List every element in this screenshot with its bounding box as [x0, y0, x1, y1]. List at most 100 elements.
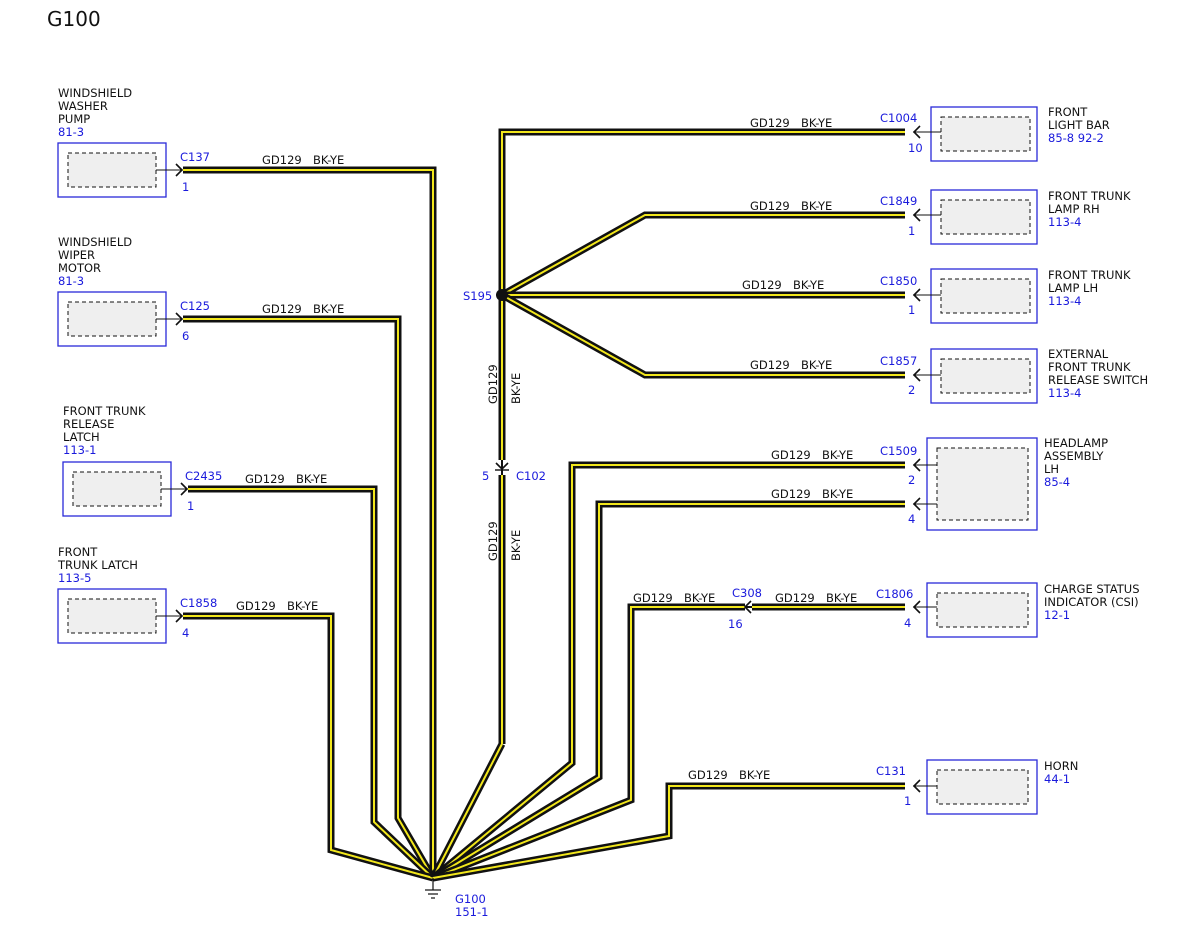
- wire-c1857[interactable]: [500, 291, 905, 379]
- connector-arrow-icon: [912, 458, 921, 472]
- splice-s195[interactable]: S195: [463, 289, 508, 303]
- connector-pin: 4: [904, 616, 911, 630]
- component-ref: 113-4: [1048, 294, 1081, 308]
- ground-g100[interactable]: G100 151-1: [425, 878, 488, 919]
- component-headlamp-assembly-lh[interactable]: C1509 2 4 HEADLAMP ASSEMBLY LH 85-4: [880, 436, 1108, 531]
- component-name-line: LAMP RH: [1048, 202, 1100, 216]
- component-name-line: RELEASE: [63, 417, 114, 431]
- wire-label-c1857-circuit: GD129: [750, 358, 790, 372]
- component-inner-box: [936, 447, 1029, 521]
- component-external-front-trunk-release-switch[interactable]: C1857 2 EXTERNAL FRONT TRUNK RELEASE SWI…: [880, 347, 1148, 404]
- connector-id: C2435: [185, 469, 222, 483]
- wire-label-c308-circuit: GD129: [633, 591, 673, 605]
- component-ref: 113-4: [1048, 215, 1081, 229]
- wire-label-c125-circuit: GD129: [262, 302, 302, 316]
- connector-id: C1857: [880, 354, 917, 368]
- component-name-line: WINDSHIELD: [58, 235, 132, 249]
- component-name-line: LH: [1044, 462, 1059, 476]
- component-windshield-washer-pump[interactable]: WINDSHIELD WASHER PUMP 81-3 C137 1: [57, 86, 210, 198]
- wire-label-c125-color: BK-YE: [313, 302, 344, 316]
- wire-label-c137-color: BK-YE: [313, 153, 344, 167]
- wire-label-c1806-circuit: GD129: [775, 591, 815, 605]
- component-name-line: HEADLAMP: [1044, 436, 1108, 450]
- connector-pin: 4: [908, 512, 915, 526]
- connector-pin: 1: [908, 224, 915, 238]
- wire-label-c1849-circuit: GD129: [750, 199, 790, 213]
- component-front-trunk-lamp-lh[interactable]: C1850 1 FRONT TRUNK LAMP LH 113-4: [880, 268, 1131, 324]
- wire-c137[interactable]: [183, 166, 437, 878]
- connector-pin: 4: [182, 626, 189, 640]
- connector-id: C1849: [880, 194, 917, 208]
- wires: [183, 128, 905, 882]
- wire-c1509-pin4[interactable]: [431, 500, 905, 881]
- component-inner-box: [936, 592, 1029, 628]
- connector-arrow-icon: [912, 288, 921, 302]
- wire-c308[interactable]: [431, 603, 745, 882]
- component-ref: 113-4: [1048, 386, 1081, 400]
- connector-pin: 2: [908, 383, 915, 397]
- component-inner-box: [940, 199, 1031, 235]
- component-name-line: FRONT: [1048, 105, 1088, 119]
- wire-label-upper-vertical-color: BK-YE: [509, 373, 523, 404]
- component-front-trunk-latch[interactable]: FRONT TRUNK LATCH 113-5 C1858 4: [57, 545, 217, 644]
- wire-labels: GD129 BK-YE GD129 BK-YE GD129 BK-YE GD12…: [236, 116, 857, 782]
- splice-dot-icon: [496, 289, 508, 301]
- component-charge-status-indicator[interactable]: C1806 4 CHARGE STATUS INDICATOR (CSI) 12…: [876, 582, 1140, 638]
- connector-pin: 16: [728, 617, 743, 631]
- component-name-line: WIPER: [58, 248, 95, 262]
- connector-pin: 5: [482, 469, 489, 483]
- inline-connector-c102[interactable]: 5 C102: [482, 460, 546, 483]
- wire-c1849[interactable]: [500, 211, 905, 299]
- component-inner-box: [940, 358, 1031, 394]
- component-inner-box: [936, 769, 1029, 805]
- component-front-light-bar[interactable]: C1004 10 FRONT LIGHT BAR 85-8 92-2: [880, 105, 1110, 162]
- wire-label-c1509a-circuit: GD129: [771, 448, 811, 462]
- component-ref: 113-5: [58, 571, 91, 585]
- wire-label-lower-vertical-color: BK-YE: [509, 530, 523, 561]
- wire-c1858[interactable]: [183, 612, 434, 882]
- ground-ref: 151-1: [455, 905, 488, 919]
- wire-label-c1857-color: BK-YE: [801, 358, 832, 372]
- wire-c131[interactable]: [432, 782, 905, 882]
- connector-pin: 1: [904, 794, 911, 808]
- connector-pin: 10: [908, 141, 923, 155]
- wire-label-c1806-color: BK-YE: [826, 591, 857, 605]
- connector-pin: 1: [182, 180, 189, 194]
- connector-arrow-icon: [175, 163, 184, 177]
- wire-s195-trunk[interactable]: [429, 295, 506, 880]
- inline-connector-c308[interactable]: C308 16: [728, 586, 762, 631]
- component-name-line: PUMP: [58, 112, 90, 126]
- wire-c2435[interactable]: [188, 485, 436, 881]
- connector-arrow-icon: [175, 312, 184, 326]
- component-name-line: TRUNK LATCH: [57, 558, 138, 572]
- component-horn[interactable]: C131 1 HORN 44-1: [876, 759, 1078, 815]
- connector-id: C137: [180, 150, 210, 164]
- component-name-line: EXTERNAL: [1048, 347, 1109, 361]
- component-name-line: HORN: [1044, 759, 1078, 773]
- wire-c1004[interactable]: [498, 128, 905, 295]
- component-windshield-wiper-motor[interactable]: WINDSHIELD WIPER MOTOR 81-3 C125 6: [57, 235, 210, 347]
- component-name-line: LIGHT BAR: [1048, 118, 1110, 132]
- component-ref: 113-1: [63, 443, 96, 457]
- ground-symbol-icon: [425, 889, 441, 899]
- component-front-trunk-release-latch[interactable]: FRONT TRUNK RELEASE LATCH 113-1 C2435 1: [62, 404, 222, 517]
- component-name-line: RELEASE SWITCH: [1048, 373, 1148, 387]
- wire-label-c1849-color: BK-YE: [801, 199, 832, 213]
- component-name-line: WINDSHIELD: [58, 86, 132, 100]
- wire-c1509-pin2[interactable]: [430, 461, 905, 881]
- component-ref: 81-3: [58, 125, 84, 139]
- wire-c125[interactable]: [183, 315, 437, 880]
- wire-label-c137-circuit: GD129: [262, 153, 302, 167]
- wire-label-c1509a-color: BK-YE: [822, 448, 853, 462]
- connector-id: C1806: [876, 587, 913, 601]
- connector-arrow-icon: [912, 208, 921, 222]
- splice-id: S195: [463, 289, 492, 303]
- component-name-line: MOTOR: [58, 261, 101, 275]
- wire-label-c308-color: BK-YE: [684, 591, 715, 605]
- component-ref: 12-1: [1044, 608, 1070, 622]
- component-name-line: FRONT TRUNK: [63, 404, 146, 418]
- component-name-line: LAMP LH: [1048, 281, 1098, 295]
- connector-id: C1850: [880, 274, 917, 288]
- component-front-trunk-lamp-rh[interactable]: C1849 1 FRONT TRUNK LAMP RH 113-4: [880, 189, 1131, 245]
- component-inner-box: [72, 471, 162, 507]
